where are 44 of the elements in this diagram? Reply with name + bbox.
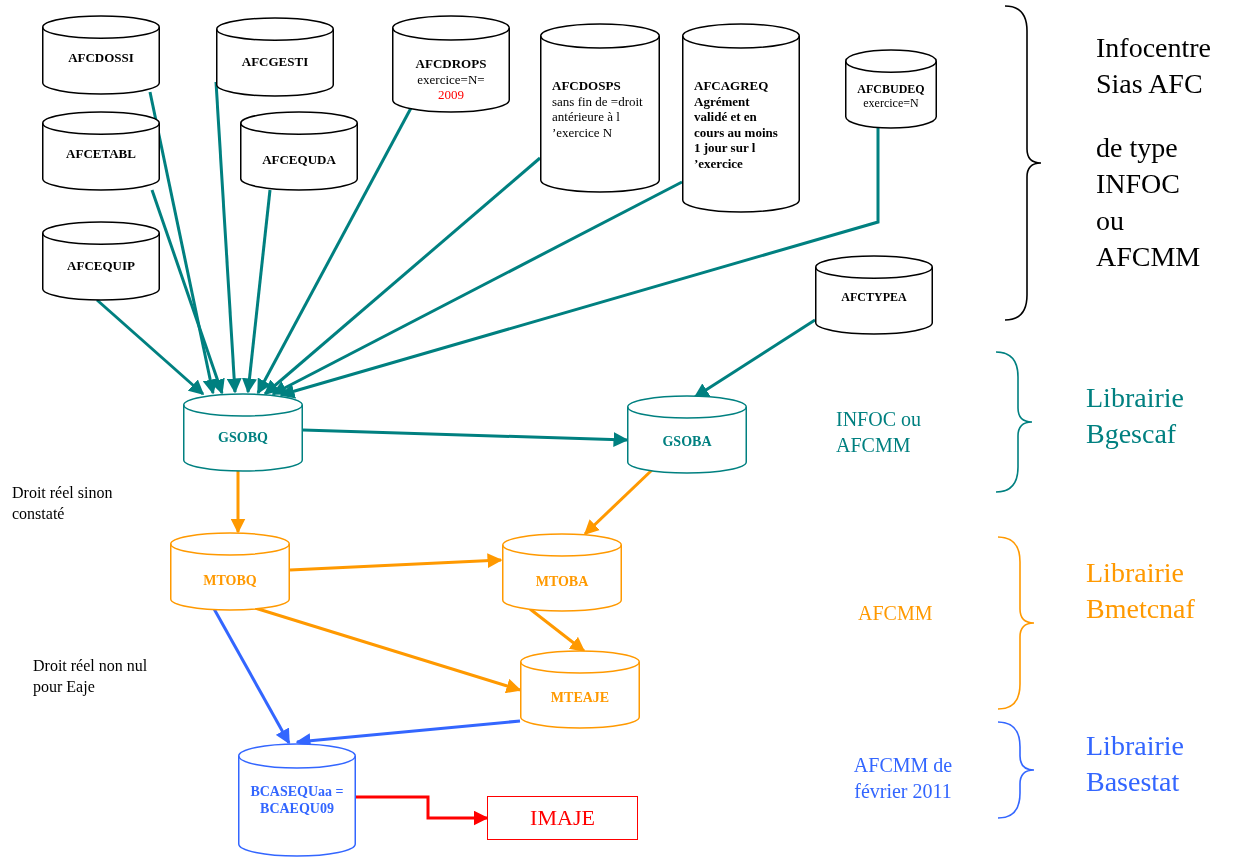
- arrow: [256, 107, 413, 395]
- arrow: [230, 471, 246, 534]
- annotation-text: de type INFOC ou AFCMM: [1096, 131, 1201, 275]
- node-title: MTOBA: [535, 574, 589, 591]
- node-title: AFCTYPEA: [841, 290, 907, 305]
- arrow: [242, 189, 272, 394]
- annotation-text: Droit réel non nul pour Eaje: [33, 656, 149, 698]
- annotation-text: Librairie Basestat: [1086, 729, 1185, 800]
- node-note: sans fin de =droit antérieure à l ’exercice N: [552, 93, 644, 141]
- arrow: [150, 189, 225, 395]
- node-title: AFCEQUDA: [262, 152, 336, 168]
- arrow: [289, 553, 503, 572]
- node-title: BCASEQUaa = BCAEQU09: [249, 784, 345, 818]
- arrow: [214, 81, 242, 394]
- node-title: AFCEQUIP: [67, 258, 135, 274]
- node-title: GSOBA: [662, 434, 712, 451]
- node-note: 2009: [438, 87, 464, 103]
- annotation-text: Droit réel sinon constaté: [12, 483, 114, 524]
- annotation-text: Librairie Bmetcnaf: [1086, 556, 1196, 627]
- node-title: GSOBQ: [218, 430, 268, 447]
- node-note: Agrément validé et en cours au moins 1 jour sur l ’exercice: [694, 93, 779, 172]
- node-note: exercice=N: [863, 96, 919, 111]
- annotation-text: Librairie Bgescaf: [1086, 381, 1185, 452]
- node-title: AFCDOSSI: [68, 50, 134, 66]
- node-title: AFCGESTI: [241, 54, 309, 70]
- output-box: [487, 796, 638, 840]
- node-title: MTOBQ: [203, 573, 257, 590]
- arrow: [263, 156, 541, 396]
- node-title: AFCBUDEQ: [857, 82, 925, 97]
- box-text: IMAJE: [530, 805, 595, 832]
- arrow: [271, 180, 683, 396]
- node-title: AFCETABL: [66, 146, 136, 162]
- arrow: [148, 91, 218, 395]
- node-title: AFCDROPS: [415, 56, 487, 72]
- annotation-text: AFCMM de février 2011: [853, 753, 953, 804]
- annotation-text: AFCMM: [858, 601, 934, 626]
- annotation-text: Infocentre Sias AFC: [1096, 31, 1213, 102]
- arrow: [302, 428, 629, 448]
- node-note: exercice=N=: [417, 71, 485, 88]
- annotation-text: INFOC ou AFCMM: [836, 407, 922, 458]
- node-title: AFCAGREQ: [694, 78, 769, 94]
- node-title: AFCDOSPS: [552, 78, 621, 94]
- arrow: [356, 795, 489, 826]
- node-title: MTEAJE: [550, 690, 610, 707]
